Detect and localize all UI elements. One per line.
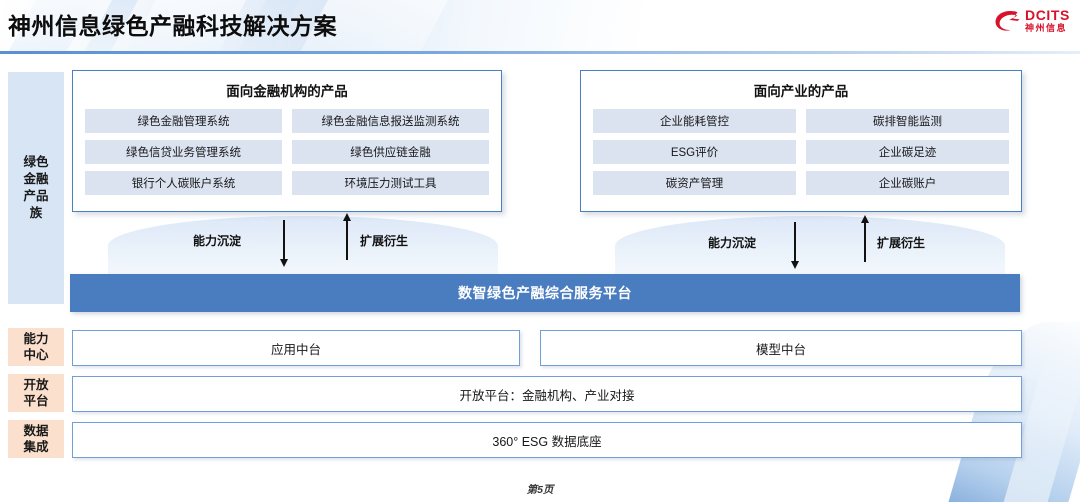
flow-label-extension-derivation-right: 扩展衍生: [877, 236, 926, 250]
panel-title-financial: 面向金融机构的产品: [226, 84, 348, 99]
rail-label-open-platform: 开放平台: [8, 374, 64, 412]
panel-chip-list-industry: 企业能耗管控 碳排智能监测 ESG评价 企业碳足迹 碳资产管理 企业碳账户: [581, 100, 1021, 195]
platform-banner-label: 数智绿色产融综合服务平台: [458, 285, 632, 301]
product-chip[interactable]: 银行个人碳账户系统: [85, 171, 282, 195]
flow-label-extension-derivation-left: 扩展衍生: [360, 234, 409, 248]
flow-arrow-down-left: [283, 220, 285, 260]
product-chip[interactable]: 企业碳账户: [806, 171, 1009, 195]
platform-banner: 数智绿色产融综合服务平台: [70, 274, 1020, 312]
flow-label-capability-precipitation-right: 能力沉淀: [708, 236, 757, 250]
logo-text-en: DCITS: [1025, 7, 1070, 23]
product-chip[interactable]: 绿色供应链金融: [292, 140, 489, 164]
dcits-swoosh-icon: [994, 10, 1020, 32]
flow-arrow-up-left: [346, 220, 348, 260]
panel-chip-list-financial: 绿色金融管理系统 绿色金融信息报送监测系统 绿色信贷业务管理系统 绿色供应链金融…: [73, 100, 501, 195]
flow-arrow-down-right: [794, 222, 796, 262]
data-base-box[interactable]: 360° ESG 数据底座: [72, 422, 1022, 458]
rail-label-product-family-text: 绿色 金融 产品 族: [23, 155, 49, 220]
capability-box-model-midplatform[interactable]: 模型中台: [540, 330, 1022, 366]
product-chip[interactable]: 绿色金融管理系统: [85, 109, 282, 133]
product-chip[interactable]: 企业能耗管控: [593, 109, 796, 133]
rail-label-product-family: 绿色 金融 产品 族: [8, 72, 64, 304]
panel-title-industry: 面向产业的产品: [753, 84, 849, 99]
brand-logo: DCITS 神州信息: [994, 8, 1070, 33]
page-title: 神州信息绿色产融科技解决方案: [8, 13, 337, 39]
rail-label-capability-center: 能力中心: [8, 328, 64, 366]
product-chip[interactable]: 企业碳足迹: [806, 140, 1009, 164]
page-number: 第5页: [526, 484, 554, 496]
header-divider: [0, 51, 1080, 54]
product-chip[interactable]: 绿色金融信息报送监测系统: [292, 109, 489, 133]
panel-industry-products: 面向产业的产品 企业能耗管控 碳排智能监测 ESG评价 企业碳足迹 碳资产管理 …: [580, 70, 1022, 212]
hill-shape-left: [108, 216, 498, 276]
flow-arrow-up-right: [864, 222, 866, 262]
product-chip[interactable]: 碳资产管理: [593, 171, 796, 195]
panel-financial-products: 面向金融机构的产品 绿色金融管理系统 绿色金融信息报送监测系统 绿色信贷业务管理…: [72, 70, 502, 212]
product-chip[interactable]: ESG评价: [593, 140, 796, 164]
open-platform-box[interactable]: 开放平台：金融机构、产业对接: [72, 376, 1022, 412]
product-chip[interactable]: 碳排智能监测: [806, 109, 1009, 133]
flow-label-capability-precipitation-left: 能力沉淀: [193, 234, 242, 248]
rail-label-data-integration: 数据集成: [8, 420, 64, 458]
hill-shape-right: [615, 216, 1005, 276]
logo-text-cn: 神州信息: [1025, 23, 1068, 33]
product-chip[interactable]: 环境压力测试工具: [292, 171, 489, 195]
capability-box-application-midplatform[interactable]: 应用中台: [72, 330, 520, 366]
logo-wordmark: DCITS 神州信息: [1025, 8, 1070, 33]
product-chip[interactable]: 绿色信贷业务管理系统: [85, 140, 282, 164]
slide-header: 神州信息绿色产融科技解决方案 DCITS 神州信息: [0, 0, 1080, 52]
flow-hill-zone: [0, 212, 1080, 276]
